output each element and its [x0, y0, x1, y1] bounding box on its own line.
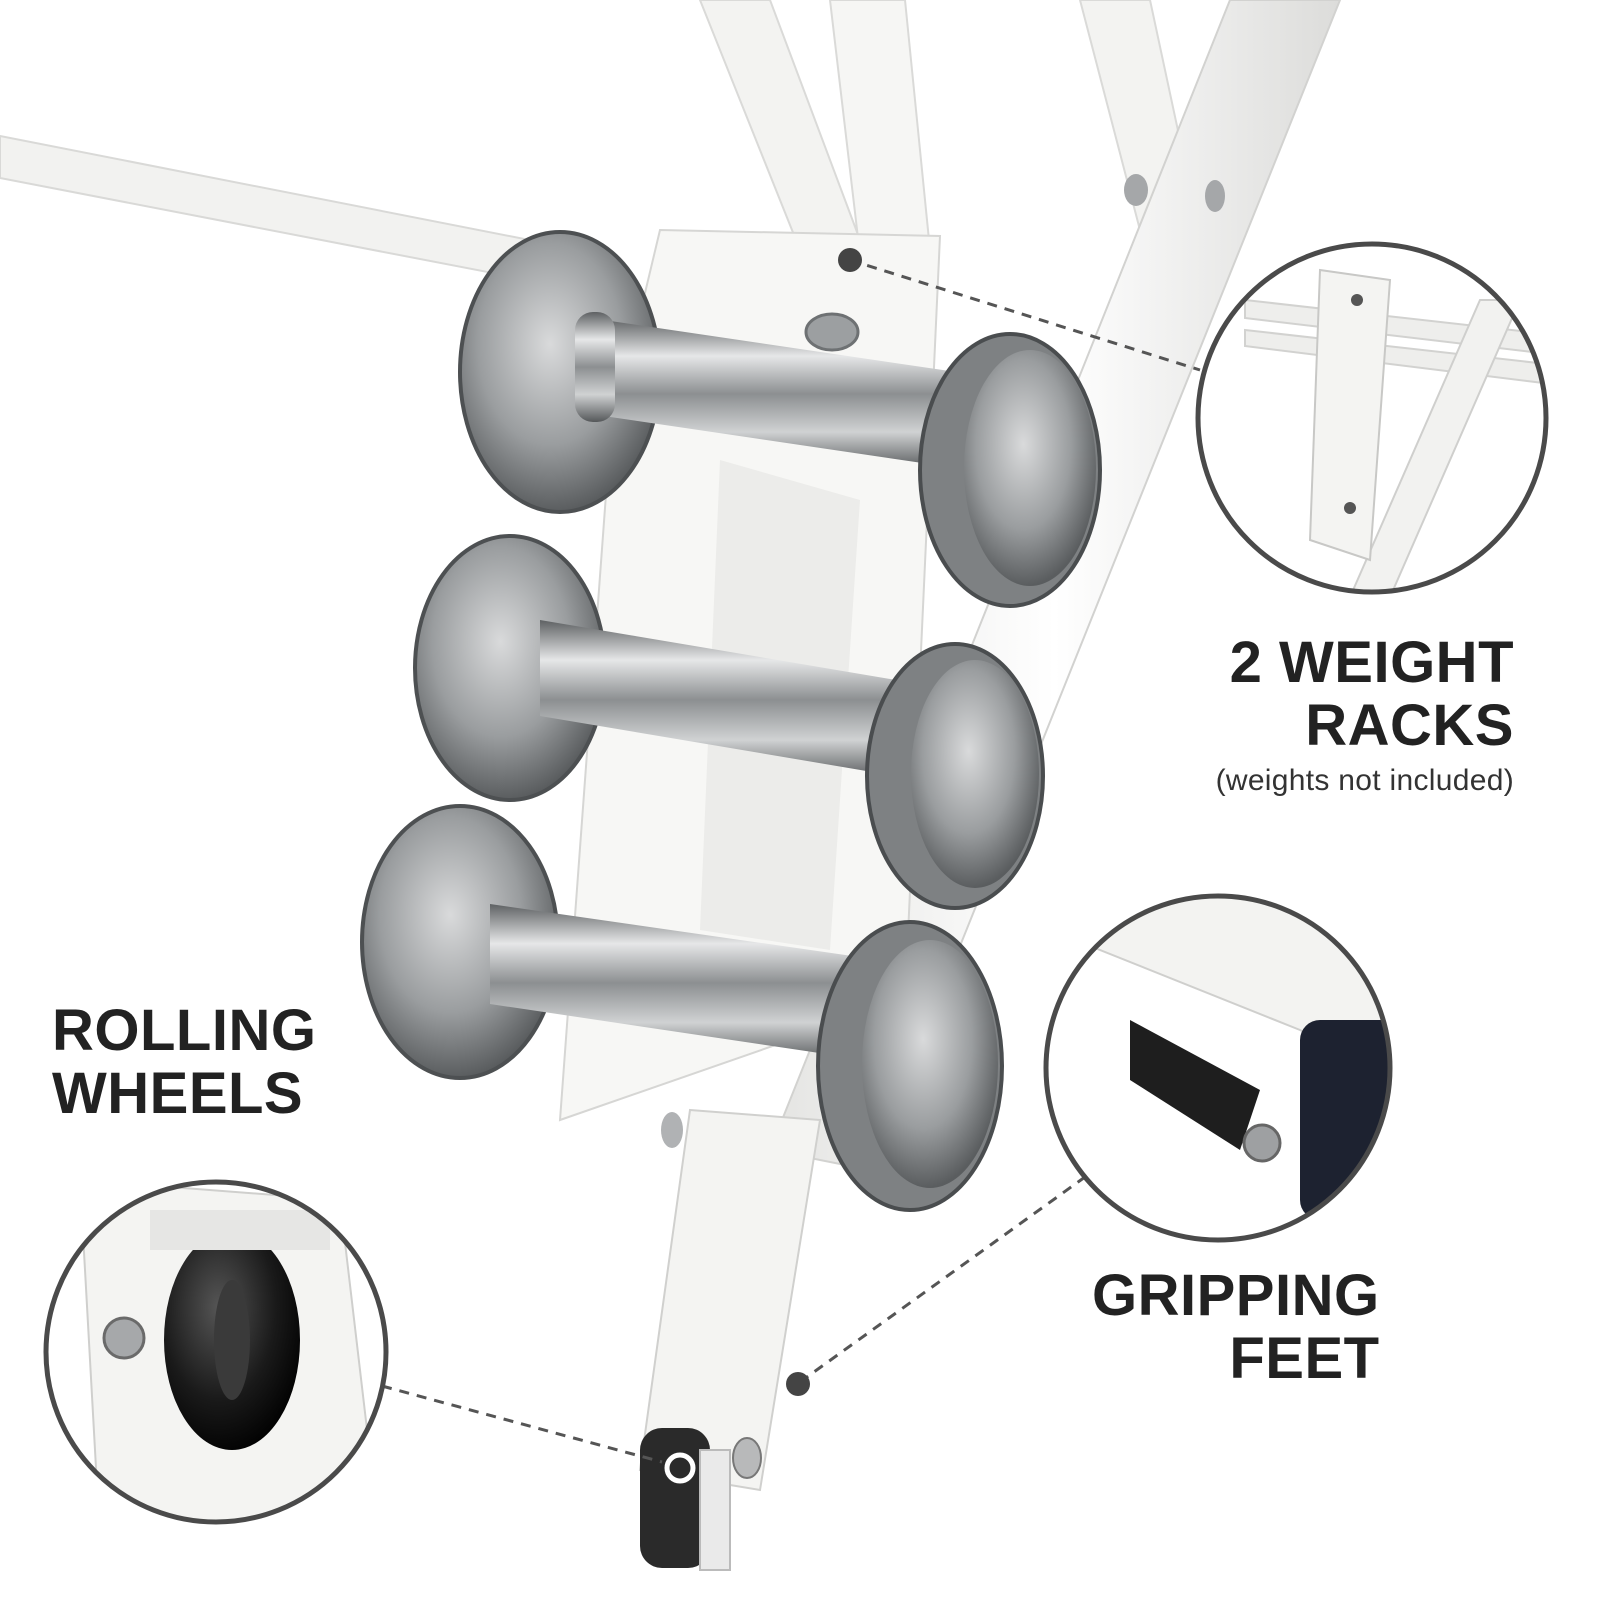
racks-dot [838, 248, 862, 272]
feet-dot [786, 1372, 810, 1396]
feet-detail-inset [1043, 893, 1393, 1243]
racks-callout: 2 WEIGHT RACKS (weights not included) [1215, 630, 1514, 798]
rolling-wheel [640, 1428, 762, 1571]
wheels-callout-line2: WHEELS [52, 1060, 304, 1126]
feet-callout-line1: GRIPPING [1092, 1263, 1380, 1328]
wheels-dot [664, 1452, 696, 1484]
feet-callout: GRIPPING FEET [1092, 1263, 1380, 1391]
dumbbell-bottom [360, 804, 1004, 1212]
racks-callout-line1: 2 WEIGHT [1229, 630, 1514, 695]
wheels-detail-inset [43, 1179, 389, 1525]
racks-detail-inset [1195, 241, 1549, 595]
dumbbell-middle [413, 534, 1045, 910]
wheels-callout: ROLLING WHEELS [52, 998, 317, 1126]
feet-callout-line2: FEET [1229, 1325, 1380, 1391]
callout-lines [381, 258, 1201, 1464]
wheels-callout-line1: ROLLING [52, 998, 317, 1063]
racks-callout-note: (weights not included) [1215, 764, 1514, 798]
dumbbell-top [458, 230, 1102, 608]
racks-callout-line2: RACKS [1305, 692, 1514, 758]
